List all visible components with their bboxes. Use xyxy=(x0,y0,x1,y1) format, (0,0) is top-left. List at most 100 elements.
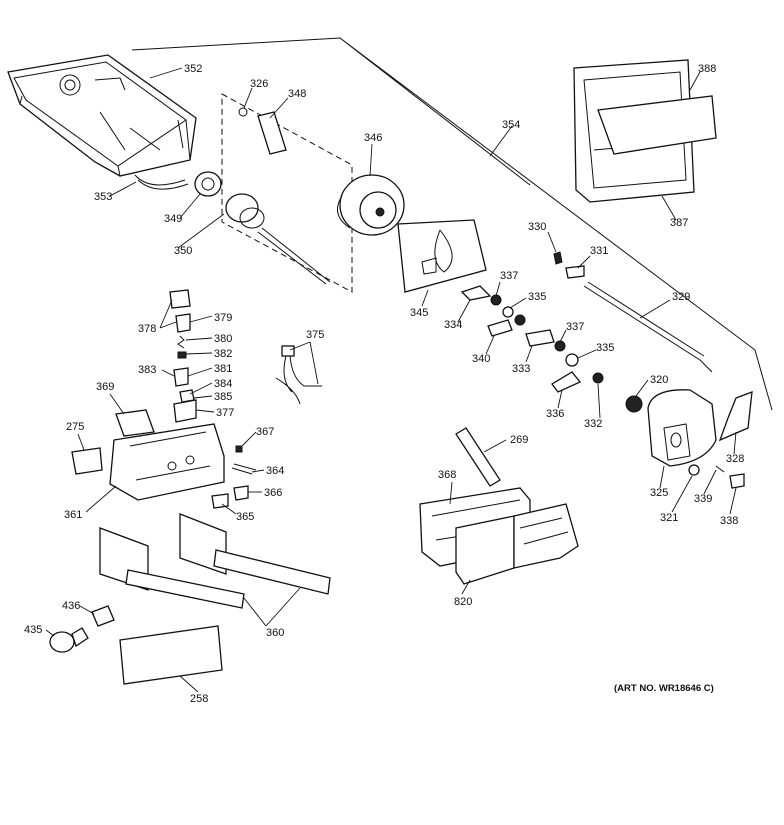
callout-378: 378 xyxy=(138,323,156,335)
light-shield-258 xyxy=(119,625,223,685)
callout-435: 435 xyxy=(24,624,42,636)
callout-367: 367 xyxy=(256,426,274,438)
callout-350: 350 xyxy=(174,245,192,257)
callout-353: 353 xyxy=(94,191,112,203)
callout-379: 379 xyxy=(214,312,232,324)
bracket-348 xyxy=(257,111,287,155)
clip-338 xyxy=(729,473,745,489)
callout-436: 436 xyxy=(62,600,80,612)
washer-332 xyxy=(592,372,604,384)
seal-382 xyxy=(177,351,187,359)
slide-rails-360 xyxy=(99,513,331,609)
callout-361: 361 xyxy=(64,509,82,521)
leader-lines xyxy=(45,67,737,693)
callout-349: 349 xyxy=(164,213,182,225)
callout-369: 369 xyxy=(96,381,114,393)
auger-motor-346 xyxy=(337,174,405,236)
plunger-381 xyxy=(173,367,189,387)
callout-269: 269 xyxy=(510,434,528,446)
callout-326: 326 xyxy=(250,78,268,90)
callout-375: 375 xyxy=(306,329,324,341)
wire-harness-375 xyxy=(275,345,322,405)
link-340 xyxy=(487,319,513,337)
fill-tube-269 xyxy=(455,427,501,487)
frame-outline-354 xyxy=(131,37,773,411)
clip-377 xyxy=(173,399,197,423)
callout-328: 328 xyxy=(726,453,744,465)
callout-320: 320 xyxy=(650,374,668,386)
callout-331: 331 xyxy=(590,245,608,257)
callout-325: 325 xyxy=(650,487,668,499)
callout-385: 385 xyxy=(214,391,232,403)
callout-366: 366 xyxy=(264,487,282,499)
control-frame-361 xyxy=(109,423,225,501)
callout-368: 368 xyxy=(438,469,456,481)
callout-321: 321 xyxy=(660,512,678,524)
callout-337-b: 337 xyxy=(566,321,584,333)
ice-bucket-352 xyxy=(7,54,197,177)
callout-380: 380 xyxy=(214,333,232,345)
link-333 xyxy=(525,329,555,347)
callout-377: 377 xyxy=(216,407,234,419)
drive-coupler-349 xyxy=(194,171,222,197)
art-number: (ART NO. WR18646 C) xyxy=(614,683,714,694)
callout-336: 336 xyxy=(546,408,564,420)
callout-334: 334 xyxy=(444,319,462,331)
ice-chute-tube-353 xyxy=(134,174,189,190)
callout-335-b: 335 xyxy=(596,342,614,354)
callout-354: 354 xyxy=(502,119,520,131)
screw-330 xyxy=(553,251,563,265)
callout-335-a: 335 xyxy=(528,291,546,303)
callout-339: 339 xyxy=(694,493,712,505)
nut-321 xyxy=(688,464,700,476)
water-valve-369 xyxy=(115,409,155,437)
light-bulb-435 xyxy=(49,627,89,653)
lamp-socket-436 xyxy=(91,605,115,627)
door-flap-388 xyxy=(597,95,717,155)
screw-367 xyxy=(235,445,243,453)
callout-382: 382 xyxy=(214,348,232,360)
ice-mold-820 xyxy=(455,503,579,585)
solenoid-housing-325 xyxy=(647,389,717,467)
callout-388: 388 xyxy=(698,63,716,75)
bearing-337-b xyxy=(514,314,526,326)
bearing-337-a xyxy=(490,294,502,306)
pin-339 xyxy=(715,465,725,473)
callout-346: 346 xyxy=(364,132,382,144)
callout-345: 345 xyxy=(410,307,428,319)
callout-348: 348 xyxy=(288,88,306,100)
callout-387: 387 xyxy=(670,217,688,229)
callout-258: 258 xyxy=(190,693,208,705)
motor-group-dashed-outline xyxy=(221,93,353,293)
callout-352: 352 xyxy=(184,63,202,75)
actuator-rod-329 xyxy=(583,281,713,373)
clip-331 xyxy=(565,265,585,279)
callout-383: 383 xyxy=(138,364,156,376)
callout-337-a: 337 xyxy=(500,270,518,282)
bracket-328 xyxy=(718,391,753,442)
bracket-379 xyxy=(175,313,191,333)
callout-332: 332 xyxy=(584,418,602,430)
spring-364 xyxy=(231,463,257,475)
callout-333: 333 xyxy=(512,363,530,375)
callout-365: 365 xyxy=(236,511,254,523)
bearing-337-c xyxy=(554,340,566,352)
callout-338: 338 xyxy=(720,515,738,527)
spring-380 xyxy=(177,335,185,349)
callout-340: 340 xyxy=(472,353,490,365)
mounting-plate-345 xyxy=(397,219,487,293)
spacer-335-a xyxy=(502,306,514,318)
callout-360: 360 xyxy=(266,627,284,639)
lever-336 xyxy=(551,371,582,393)
callout-381: 381 xyxy=(214,363,232,375)
gear-320 xyxy=(625,395,643,413)
callout-labels: 352 326 348 346 354 388 387 353 349 350 … xyxy=(24,63,744,705)
spacer-335-b xyxy=(565,353,579,367)
callout-329: 329 xyxy=(672,291,690,303)
callout-275: 275 xyxy=(66,421,84,433)
switch-365 xyxy=(211,493,229,509)
clip-366 xyxy=(233,485,249,501)
arm-334 xyxy=(460,285,492,301)
callout-384: 384 xyxy=(214,378,232,390)
